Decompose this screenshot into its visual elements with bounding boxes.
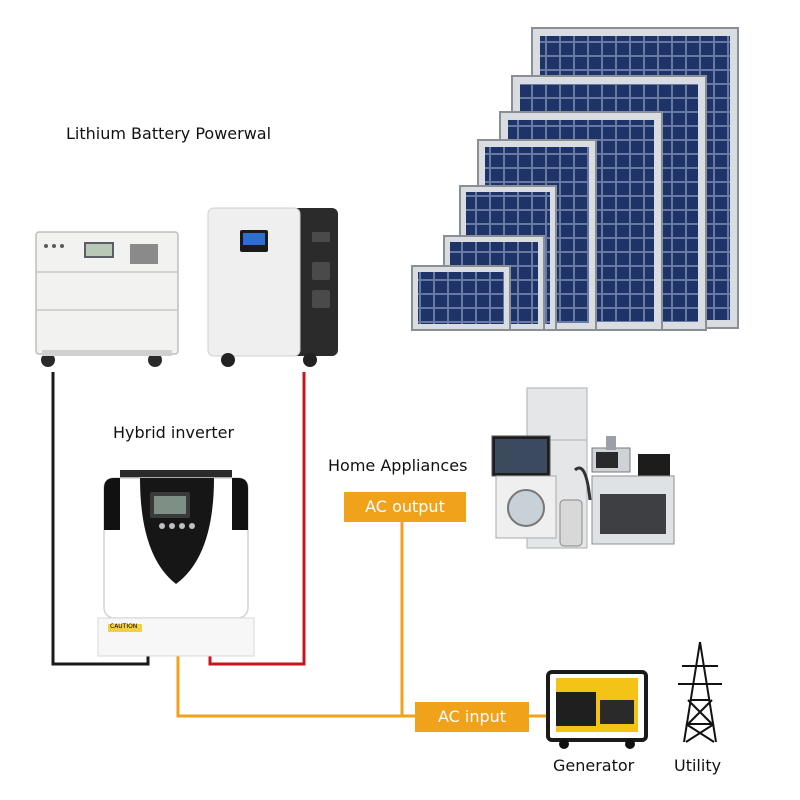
caution-sticker bbox=[108, 624, 142, 632]
red-dc-wire bbox=[208, 372, 306, 666]
ac-output-tag: AC output bbox=[344, 492, 466, 522]
inverter-title: Hybrid inverter bbox=[113, 423, 235, 442]
solar-panel-7 bbox=[411, 265, 511, 331]
black-dc-wire bbox=[51, 372, 150, 666]
battery-title: Lithium Battery Powerwal bbox=[66, 124, 272, 143]
caution-sticker-label: CAUTION bbox=[110, 623, 138, 630]
appliances-title: Home Appliances bbox=[328, 456, 468, 475]
utility-label: Utility bbox=[674, 756, 722, 775]
ac-input-tag: AC input bbox=[415, 702, 529, 732]
generator-label: Generator bbox=[553, 756, 635, 775]
